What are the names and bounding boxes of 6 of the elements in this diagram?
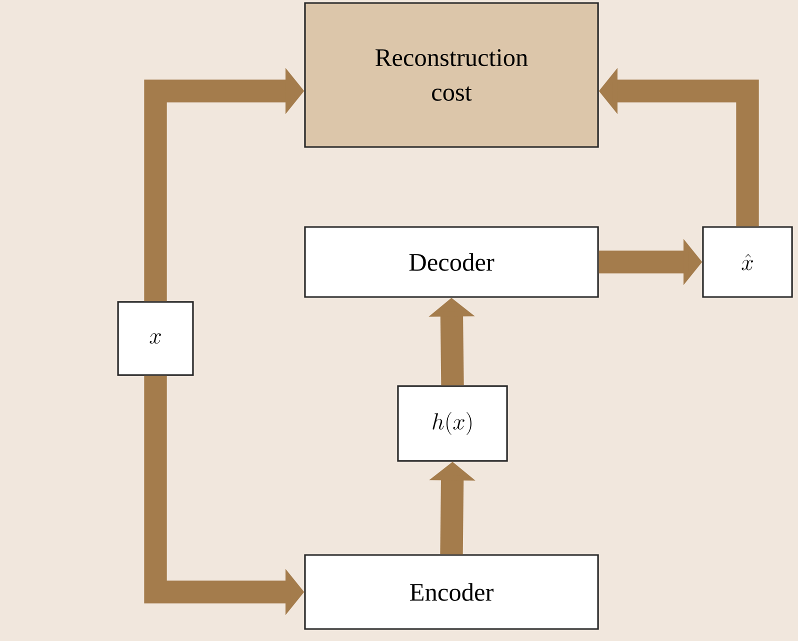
cost-box: Reconstruction cost	[304, 2, 599, 148]
code-box: $h(x)$	[397, 385, 508, 462]
output-box: $\hat{x}$	[702, 226, 793, 298]
input-box: $x$	[117, 301, 194, 376]
decoder-box: Decoder	[304, 226, 599, 298]
encoder-box: Encoder	[304, 554, 599, 630]
